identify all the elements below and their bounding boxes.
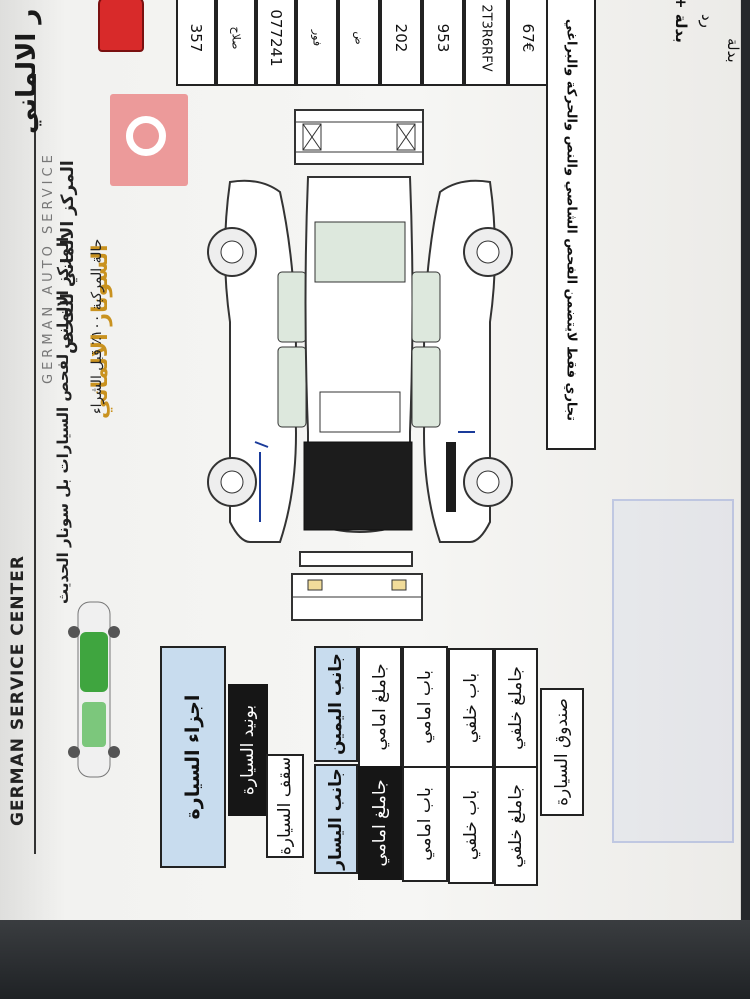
- parts-roof: سقف السيارة: [266, 754, 304, 858]
- red-car-icon: [98, 0, 144, 52]
- right-fragment-1: رد: [698, 14, 716, 28]
- info-box-6: 202: [380, 0, 422, 86]
- car-left-side-diagram: [207, 179, 307, 543]
- info-box-8: 2T3R6RFV: [464, 0, 508, 86]
- parts-right-side: جانب اليمين: [314, 646, 358, 762]
- red-logo-mark: [110, 94, 188, 186]
- info-box-3: 077241: [256, 0, 296, 86]
- parts-left-item-4: جاملغ خلفي: [494, 766, 538, 886]
- parts-left-item-1: جاملغ امامي: [358, 766, 402, 880]
- background-surface: [0, 920, 750, 999]
- parts-right-item-2: باب امامي: [402, 646, 448, 768]
- info-box-9: 67€: [508, 0, 548, 86]
- car-damage-diagram: [207, 109, 513, 621]
- info-box-7: 953: [422, 0, 464, 86]
- arabic-subtitle: المركز الالماني لفحص السيارات بل سونار ا…: [54, 236, 72, 604]
- rear-bumper-diagram: [291, 551, 423, 621]
- arabic-subtitle-2: حالة المركبة ١٠٠٪ قبل الشراء: [89, 238, 105, 414]
- disclaimer-box: تجاري فقط لايتضمن الفحص الشاصي والنص وال…: [546, 0, 596, 450]
- car-right-side-diagram: [411, 179, 513, 543]
- parts-left-item-2: باب امامي: [402, 766, 448, 882]
- company-name-english: GERMAN SERVICE CENTER: [8, 555, 28, 826]
- parts-right-item-3: باب خلفي: [448, 648, 494, 768]
- right-fragment-3: بدلة: [724, 38, 742, 63]
- front-bumper-diagram: [294, 109, 424, 165]
- info-box-4: فور: [296, 0, 338, 86]
- parts-right-item-4: جاملغ خلفي: [494, 648, 538, 768]
- parts-header: اجزاء السيارة: [160, 646, 226, 868]
- parts-left-item-3: باب خلفي: [448, 766, 494, 884]
- car-illustration-icon: [68, 601, 120, 778]
- info-box-2: صلاح: [216, 0, 256, 86]
- info-box-1: 357: [176, 0, 216, 86]
- stamp-mark: [612, 499, 734, 843]
- q-logo-icon: [126, 116, 166, 156]
- arabic-title-fragment: ر الالماني: [12, 8, 42, 134]
- car-top-view-diagram: [303, 176, 414, 533]
- right-fragment-2: + بدلة: [672, 0, 690, 43]
- info-box-5: ض: [338, 0, 380, 86]
- parts-left-side: جانب اليسار: [314, 764, 358, 874]
- parts-hood: بونيد السيارة: [228, 684, 268, 816]
- parts-trunk: صندوق السيارة: [540, 688, 584, 816]
- parts-right-item-1: جاملغ امامي: [358, 646, 402, 768]
- inspection-sheet: GERMAN SERVICE CENTER ر الالماني GERMAN …: [0, 0, 742, 932]
- left-rule: [34, 74, 36, 854]
